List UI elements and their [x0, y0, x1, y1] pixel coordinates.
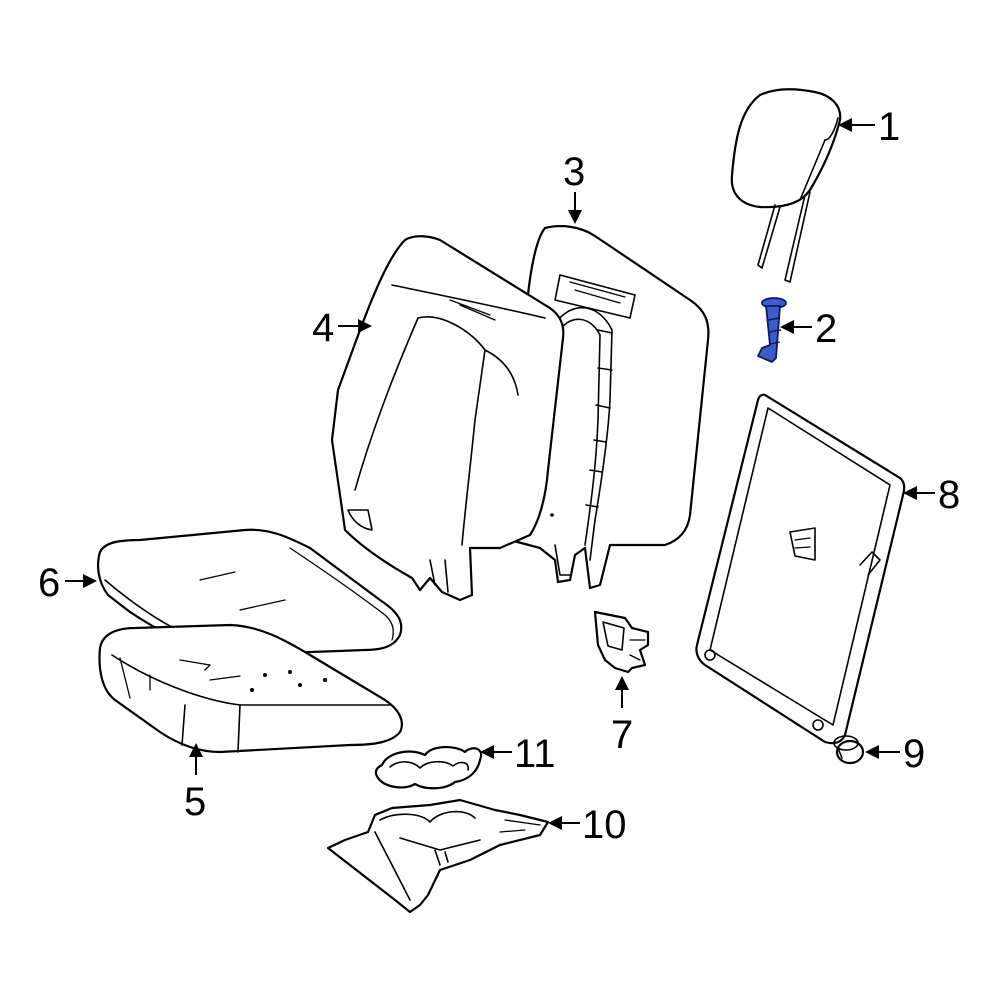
arrow-left-icon — [780, 320, 794, 334]
callout-number: 8 — [938, 473, 960, 517]
part-headrest[interactable] — [730, 88, 842, 283]
arrow-left-icon — [903, 486, 917, 500]
arrow-down-icon — [568, 210, 582, 224]
part-headrest-guide[interactable] — [757, 297, 787, 363]
callout-number: 4 — [312, 306, 334, 350]
callout-10[interactable]: 10 — [548, 803, 627, 847]
arrow-up-icon — [615, 676, 629, 690]
callout-9[interactable]: 9 — [865, 732, 925, 776]
callout-6[interactable]: 6 — [38, 561, 97, 605]
callout-number: 10 — [582, 803, 627, 847]
callout-2[interactable]: 2 — [780, 307, 837, 351]
callout-number: 2 — [815, 307, 837, 351]
part-seat-cushion-pad[interactable] — [97, 528, 403, 657]
callout-5[interactable]: 5 — [184, 743, 206, 824]
callout-number: 3 — [563, 150, 585, 194]
callout-3[interactable]: 3 — [563, 150, 585, 224]
callout-11[interactable]: 11 — [480, 732, 556, 776]
callout-number: 7 — [611, 713, 633, 757]
callout-1[interactable]: 1 — [838, 105, 900, 149]
arrow-left-icon — [865, 745, 879, 759]
callout-number: 11 — [514, 732, 556, 776]
callout-number: 6 — [38, 561, 60, 605]
arrow-left-icon — [480, 745, 494, 759]
arrow-left-icon — [838, 118, 852, 132]
part-clip[interactable] — [833, 735, 865, 765]
callout-7[interactable]: 7 — [611, 676, 633, 757]
arrow-up-icon — [189, 743, 203, 757]
callout-4[interactable]: 4 — [312, 306, 372, 350]
part-cup-holder-bracket[interactable] — [326, 798, 550, 914]
arrow-left-icon — [548, 816, 562, 830]
part-cup-holder-insert[interactable] — [374, 746, 483, 790]
arrow-right-icon — [83, 574, 97, 588]
part-seat-back-panel[interactable] — [695, 393, 906, 745]
callout-number: 1 — [878, 105, 900, 149]
part-seat-cushion-frame[interactable] — [98, 623, 403, 754]
part-latch-bracket[interactable] — [593, 610, 650, 674]
callout-number: 9 — [903, 732, 925, 776]
callout-number: 5 — [184, 780, 206, 824]
callout-8[interactable]: 8 — [903, 473, 960, 517]
arrow-right-icon — [358, 319, 372, 333]
